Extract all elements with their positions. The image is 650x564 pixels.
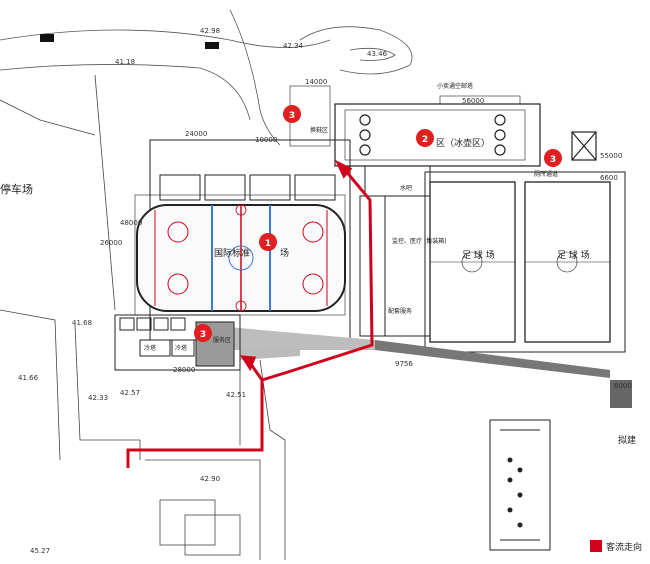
curling-building (289, 85, 597, 167)
svg-text:3: 3 (200, 330, 206, 340)
planned-label: 拟建 (618, 434, 636, 446)
elevation: 42.34 (283, 42, 304, 50)
rink-label: 国际标准 (214, 247, 250, 259)
parking-label: 停车场 (0, 182, 33, 196)
dimension: 56000 (462, 97, 484, 105)
marker-3b: 3 (194, 324, 212, 342)
restroom-label: 厕所通道 (534, 170, 558, 178)
dimension: 6000 (614, 382, 632, 390)
elevation: 42.51 (226, 391, 246, 399)
elevation: 41.18 (115, 58, 135, 66)
waterpump-label: 水吧 (400, 184, 412, 192)
shoe-area-label: 换鞋区 (310, 126, 328, 134)
dimension: 28000 (173, 366, 195, 374)
dimension: 6600 (600, 174, 618, 182)
elevation: 42.33 (88, 394, 108, 402)
marker-block (40, 34, 54, 42)
marker-block (205, 42, 219, 49)
small-booth-label: 小卖通空邮塔 (437, 82, 473, 90)
elevation: 42.90 (200, 475, 220, 483)
marker-2: 2 (416, 129, 434, 147)
svg-text:1: 1 (265, 239, 271, 249)
left-area (0, 74, 286, 560)
legend: 客流走向 (590, 540, 642, 553)
cell-label-2: 冷塔 (175, 344, 187, 352)
legend-label: 客流走向 (606, 541, 642, 553)
elevation: 43.46 (367, 50, 388, 58)
elevation: 42.98 (200, 27, 220, 35)
dimension: 55000 (600, 152, 622, 160)
dimension: 48000 (120, 219, 142, 227)
marker-1: 1 (259, 233, 277, 251)
flow-path (126, 159, 374, 468)
elevation: 41.66 (18, 374, 39, 382)
football-right-label: 足 球 场 (557, 249, 590, 261)
track-lower-right (489, 419, 551, 551)
football-left-label: 足 球 场 (462, 249, 495, 261)
dimension: 10000 (255, 136, 277, 144)
road (205, 325, 632, 408)
marker-3c: 3 (544, 149, 562, 167)
elevation: 45.27 (30, 547, 50, 555)
ice-rink (136, 204, 346, 312)
elevation: 41.68 (72, 319, 92, 327)
lower-left-block (114, 314, 241, 371)
rink-label-suffix: 场 (280, 248, 289, 259)
dimension: 24000 (185, 130, 207, 138)
svg-text:2: 2 (422, 135, 428, 145)
contour-lines (0, 9, 413, 146)
dimension: 9756 (395, 360, 413, 368)
dimension: 26000 (100, 239, 122, 247)
service-label: 配套服务 (388, 307, 412, 315)
cell-label-1: 冷塔 (144, 344, 156, 352)
svg-text:3: 3 (289, 111, 295, 121)
svg-text:3: 3 (550, 155, 556, 165)
curling-zone-label: 区（冰壶区） (436, 137, 490, 149)
service-zone-label: 服务区 (213, 336, 231, 344)
marker-3a: 3 (283, 105, 301, 123)
dimension: 14000 (305, 78, 327, 86)
elevation: 42.57 (120, 389, 140, 397)
football-fields (424, 171, 626, 353)
monitor-label: 监控、医疗 (集装箱) (392, 237, 447, 245)
